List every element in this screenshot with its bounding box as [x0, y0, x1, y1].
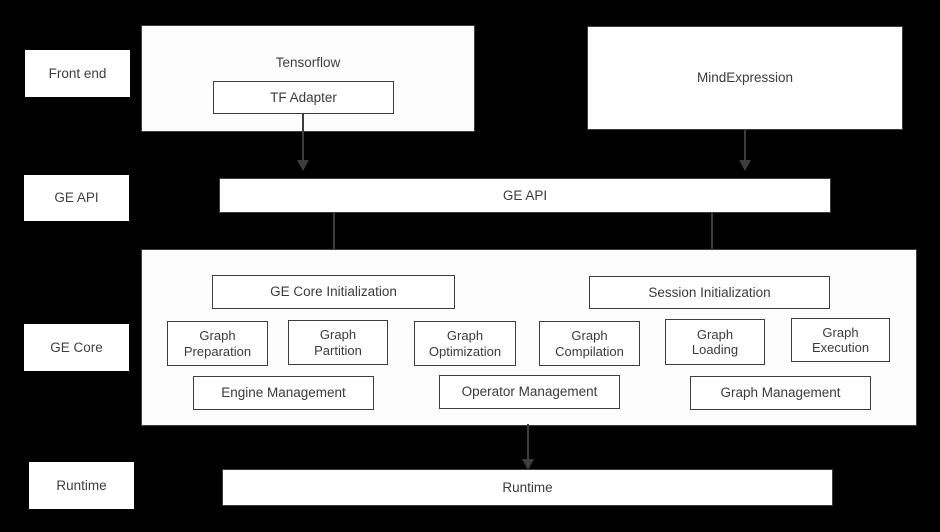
layer-label-ge-api: GE API [24, 175, 129, 221]
connector-tfadapter-geapi-arrow [297, 160, 309, 171]
tensorflow-title: Tensorflow [275, 55, 341, 70]
module-graph-execution[interactable]: Graph Execution [791, 318, 890, 362]
layer-label-front-end: Front end [25, 50, 130, 97]
module-graph-loading[interactable]: Graph Loading [665, 319, 765, 365]
ge-api-bar[interactable]: GE API [219, 178, 831, 213]
layer-label-runtime: Runtime [29, 462, 134, 509]
module-graph-compilation[interactable]: Graph Compilation [539, 321, 640, 366]
connector-mindexpression-geapi-arrow [739, 160, 751, 171]
manager-operator-management[interactable]: Operator Management [439, 375, 620, 409]
connector-gecore-runtime-line [527, 424, 529, 463]
session-initialization-box[interactable]: Session Initialization [589, 276, 830, 309]
connector-geapi-sessioninit-line [711, 213, 713, 262]
manager-graph-management[interactable]: Graph Management [690, 376, 871, 410]
module-graph-partition[interactable]: Graph Partition [288, 320, 388, 365]
module-graph-optimization[interactable]: Graph Optimization [414, 321, 516, 366]
layer-label-ge-core: GE Core [24, 324, 129, 371]
tensorflow-container: Tensorflow [141, 25, 475, 132]
runtime-bar[interactable]: Runtime [222, 469, 833, 506]
ge-core-initialization-box[interactable]: GE Core Initialization [212, 275, 455, 309]
connector-gecore-runtime-arrow [522, 459, 534, 470]
mindexpression-box[interactable]: MindExpression [587, 26, 903, 130]
tf-adapter-box[interactable]: TF Adapter [213, 81, 394, 114]
connector-tfadapter-geapi-line [302, 114, 304, 162]
module-graph-preparation[interactable]: Graph Preparation [167, 321, 268, 366]
connector-geapi-gecoreinit-line [333, 213, 335, 261]
manager-engine-management[interactable]: Engine Management [193, 376, 374, 410]
connector-mindexpression-geapi-line [744, 130, 746, 162]
